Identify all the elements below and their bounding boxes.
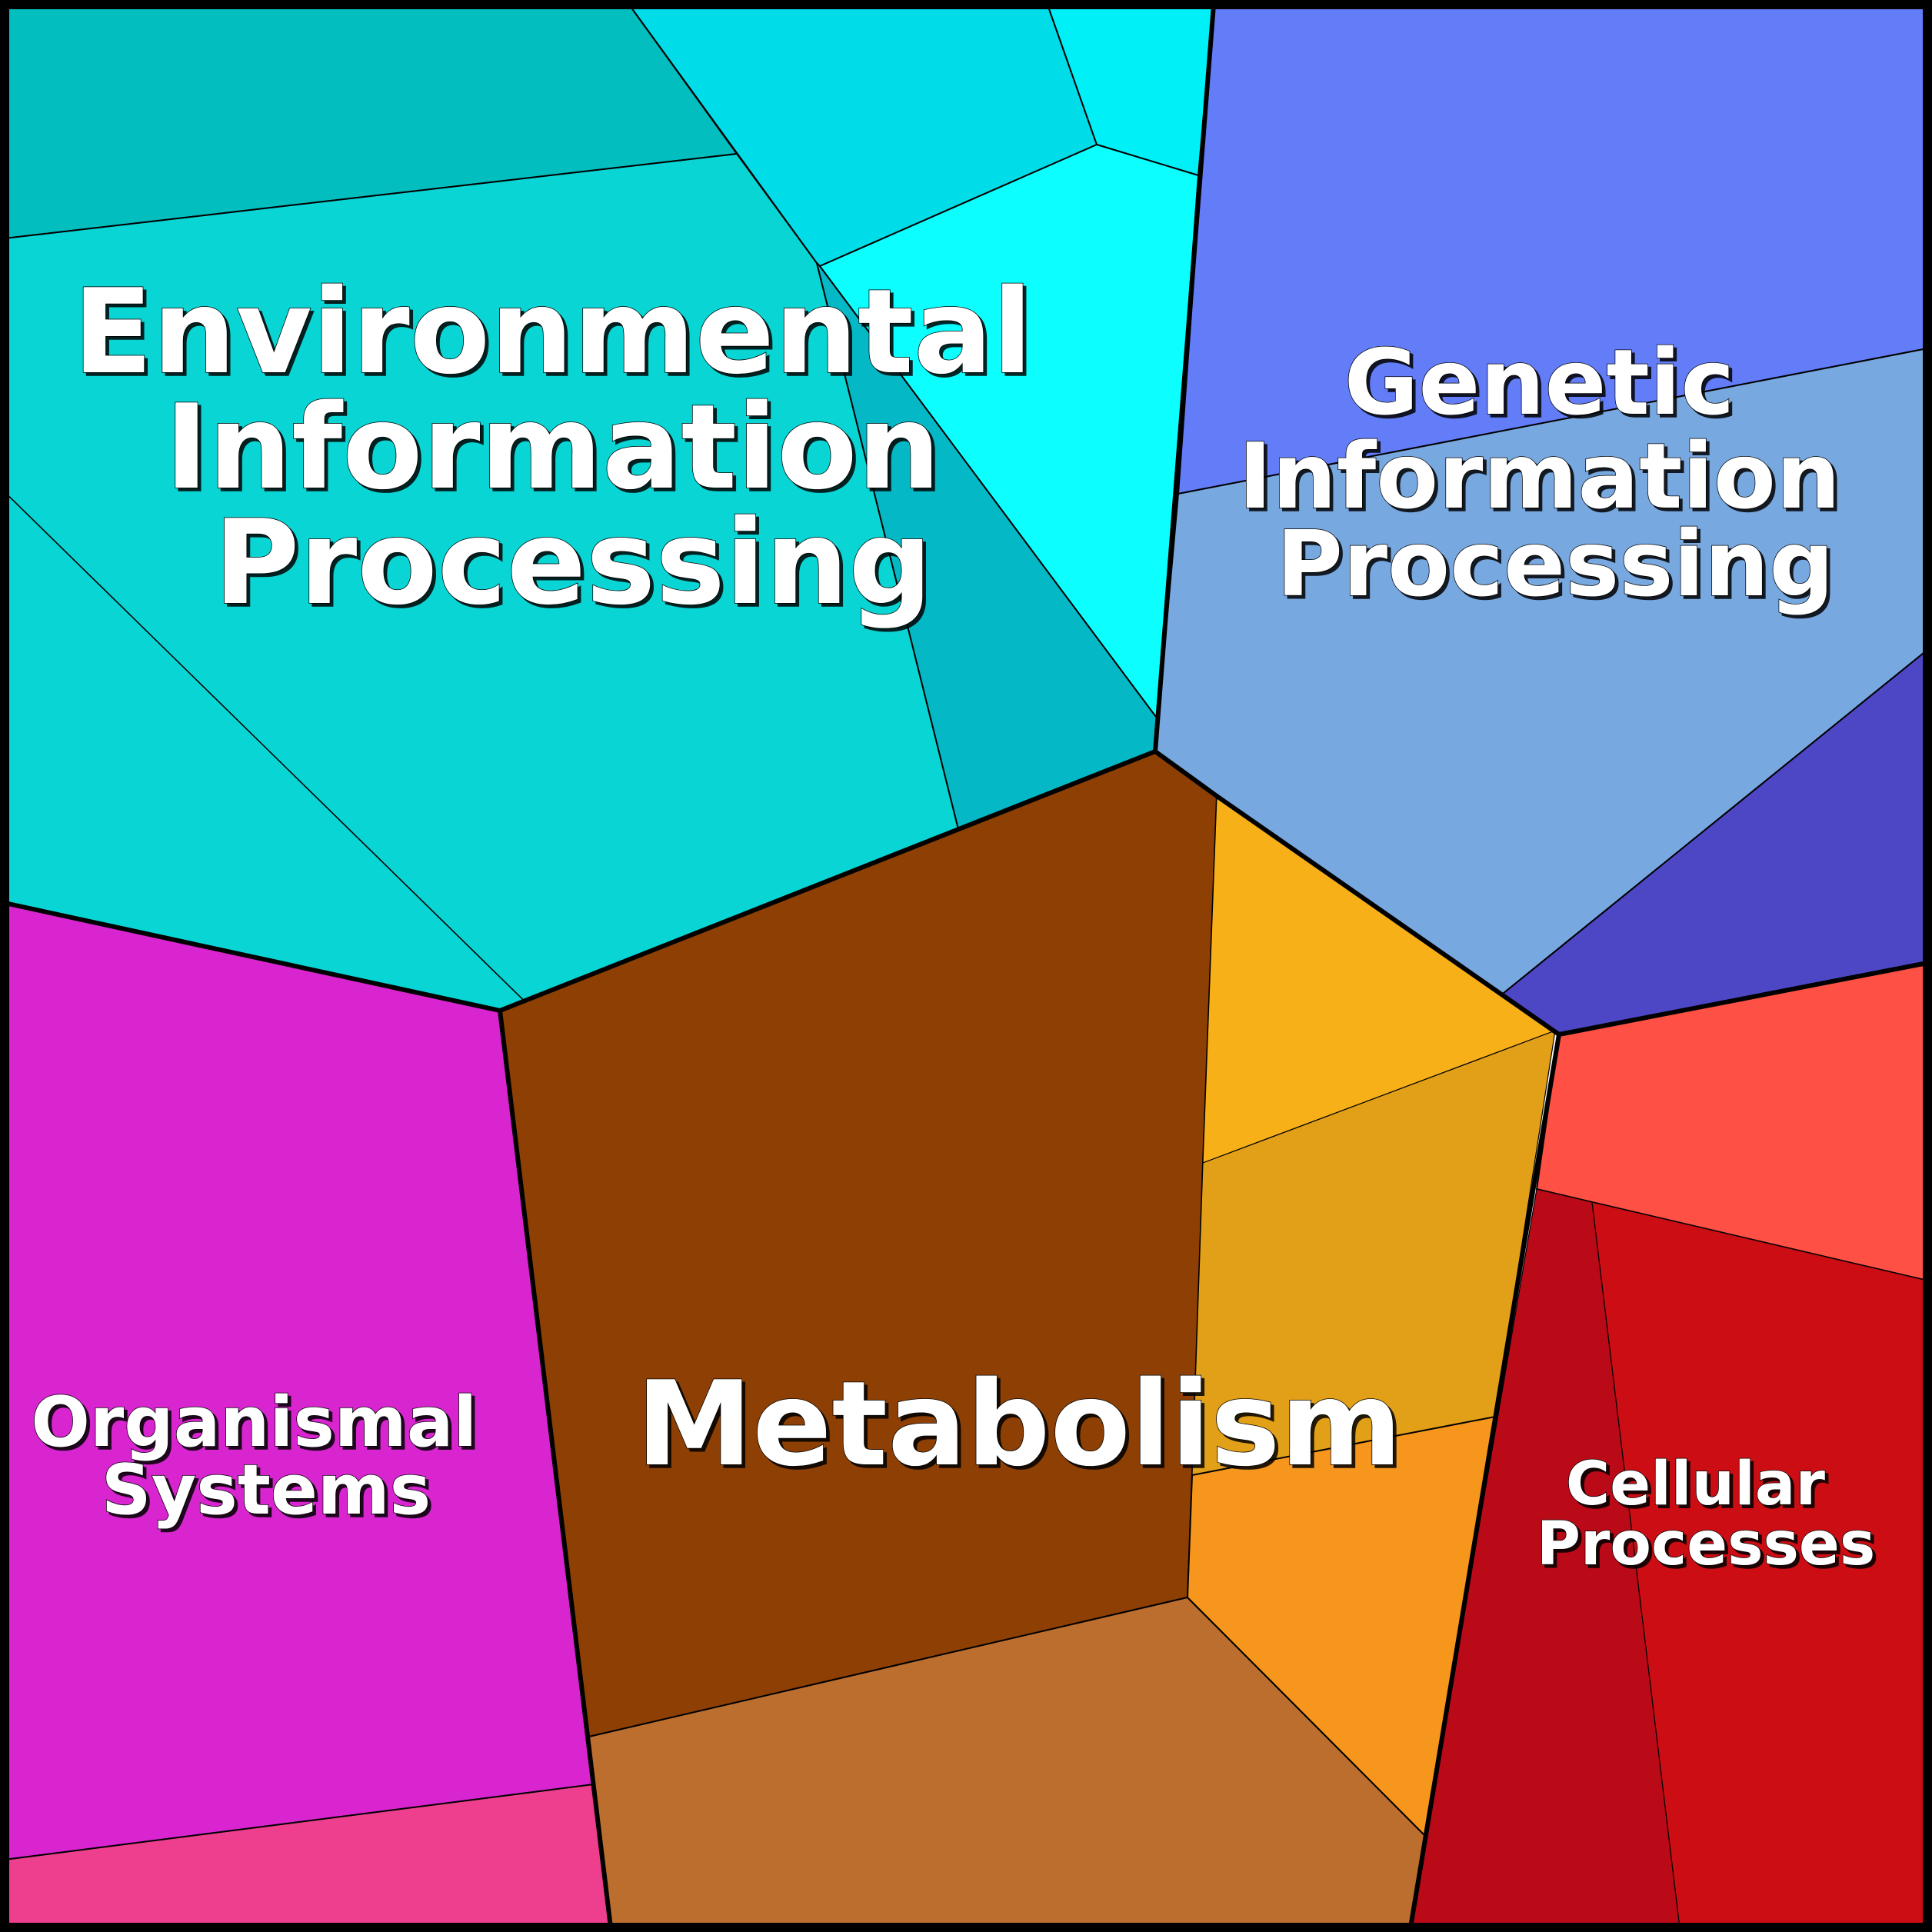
label-environmental-information-processing: Environmental Information Processing [73,264,1074,631]
border-environmental-genetic [1153,2,1216,754]
label-line: Genetic [1344,329,1735,435]
label-genetic-information-processing: Genetic Information Processing [1238,329,1872,617]
label-cellular-processes: Cellular Processes [1537,1450,1876,1579]
border-metabolism-genetic [1153,749,1930,1037]
label-line: Organismal [31,1382,477,1463]
region-genetic-information-processing[interactable] [1154,4,1928,1035]
label-line: Information [1238,423,1840,529]
label-line: Information [165,379,941,515]
label-line: Systems [102,1450,431,1531]
label-line: Environmental [73,264,1033,400]
label-line: Metabolism [636,1356,1402,1492]
region-cellular-processes[interactable] [1410,962,1928,1928]
border-organismal-metabolism [498,1008,613,1930]
label-line: Cellular [1566,1450,1826,1519]
label-line: Processing [214,495,932,631]
region-environmental-information-processing[interactable] [4,4,1214,1011]
label-organismal-systems: Organismal Systems [31,1382,501,1531]
label-line: Processes [1537,1510,1876,1579]
border-metabolism-cellular [1408,1032,1561,1930]
label-metabolism: Metabolism [636,1356,1402,1492]
label-line: Processing [1276,511,1834,617]
region-metabolism[interactable] [499,751,1560,1928]
region-organismal-systems[interactable] [4,902,611,1928]
